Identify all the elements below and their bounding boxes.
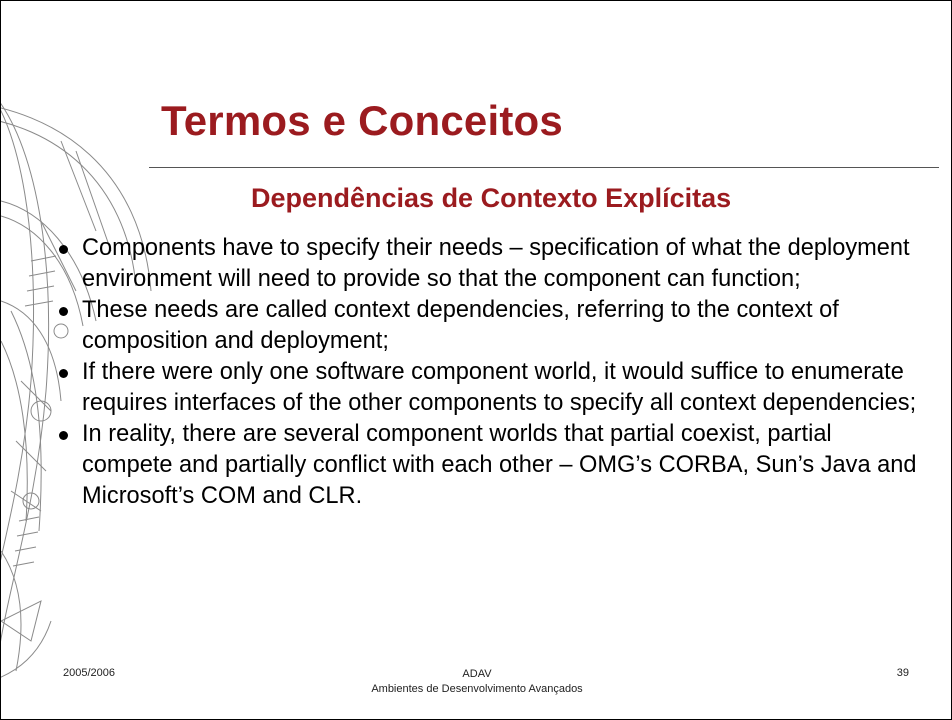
slide-title: Termos e Conceitos <box>161 97 563 144</box>
page-number: 39 <box>896 667 909 679</box>
bullet-item: In reality, there are several component … <box>59 419 927 512</box>
slide-subtitle: Dependências de Contexto Explícitas <box>251 183 732 213</box>
bullet-list: Components have to specify their needs –… <box>59 233 927 512</box>
decorative-armillary-sphere <box>1 103 152 678</box>
footer-course-name: Ambientes de Desenvolvimento Avançados <box>371 683 583 695</box>
footer-center: ADAV Ambientes de Desenvolvimento Avança… <box>1 667 951 697</box>
bullet-item: Components have to specify their needs –… <box>59 233 927 295</box>
bullet-item: If there were only one software componen… <box>59 357 927 419</box>
footer-year: 2005/2006 <box>63 667 115 679</box>
title-divider <box>149 167 939 168</box>
footer-course-code: ADAV <box>462 668 492 680</box>
bullet-item: These needs are called context dependenc… <box>59 295 927 357</box>
